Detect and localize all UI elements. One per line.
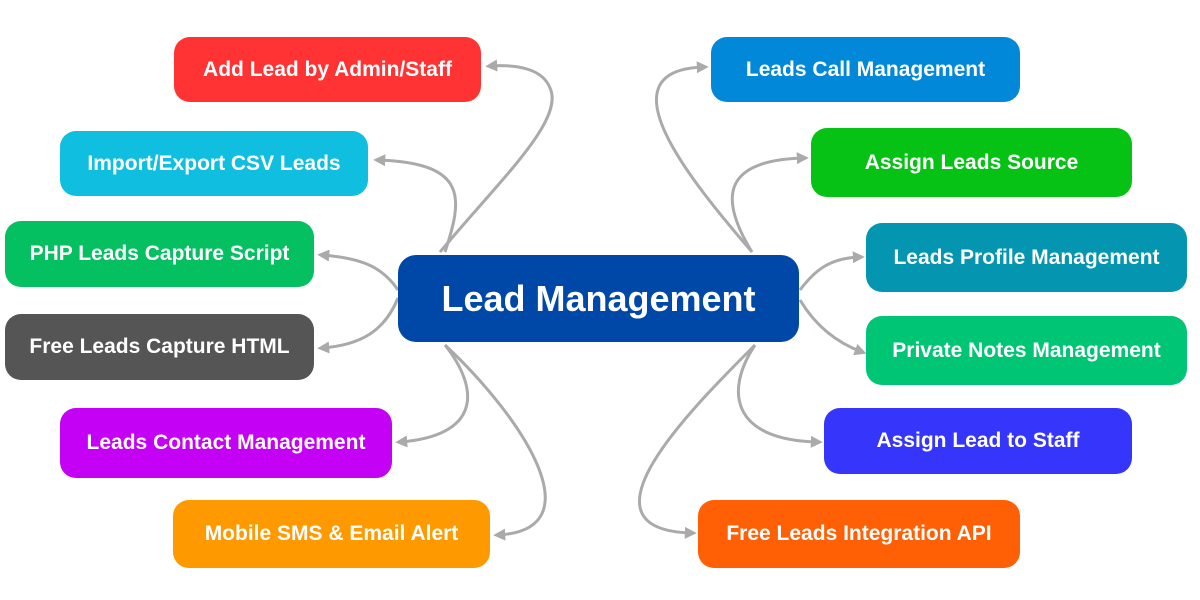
arrow-contact-management bbox=[395, 344, 469, 448]
node-import-export-csv: Import/Export CSV Leads bbox=[60, 131, 368, 196]
node-add-lead: Add Lead by Admin/Staff bbox=[174, 37, 481, 102]
node-assign-staff: Assign Lead to Staff bbox=[824, 408, 1132, 474]
arrow-profile-management bbox=[798, 251, 865, 291]
center-node-lead-management: Lead Management bbox=[398, 255, 799, 342]
node-sms-email-alert: Mobile SMS & Email Alert bbox=[173, 500, 490, 568]
node-integration-api: Free Leads Integration API bbox=[698, 500, 1020, 568]
arrow-add-lead bbox=[438, 59, 554, 253]
arrow-private-notes bbox=[798, 299, 867, 356]
arrow-integration-api bbox=[638, 343, 757, 539]
arrow-call-management bbox=[655, 61, 754, 253]
arrow-leads-source bbox=[730, 152, 809, 253]
node-contact-management: Leads Contact Management bbox=[60, 408, 392, 478]
arrow-sms-email bbox=[443, 343, 547, 541]
node-profile-management: Leads Profile Management bbox=[866, 223, 1187, 292]
arrow-import-export bbox=[373, 154, 458, 253]
node-capture-html: Free Leads Capture HTML bbox=[5, 314, 314, 380]
node-call-management: Leads Call Management bbox=[711, 37, 1020, 102]
arrow-assign-staff bbox=[736, 344, 823, 448]
arrow-php-script bbox=[317, 249, 400, 291]
arrow-capture-html bbox=[317, 297, 400, 354]
node-private-notes: Private Notes Management bbox=[866, 316, 1187, 385]
node-php-capture-script: PHP Leads Capture Script bbox=[5, 221, 314, 287]
node-leads-source: Assign Leads Source bbox=[811, 128, 1132, 197]
